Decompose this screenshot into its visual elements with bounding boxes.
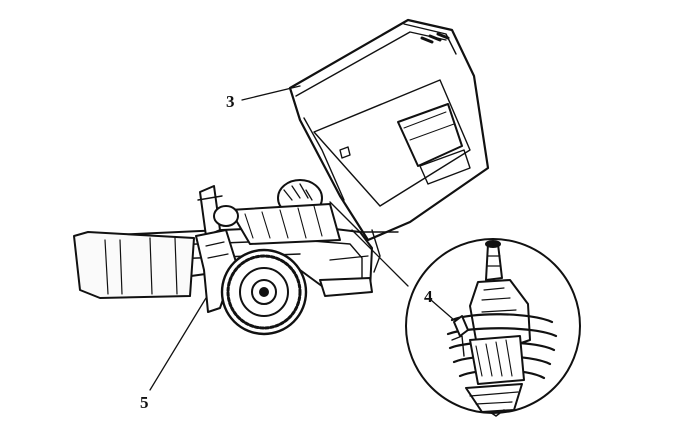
- detail-inset: [405, 238, 581, 417]
- leader-4-source: [351, 229, 409, 287]
- chassis-frame: [73, 225, 373, 299]
- engine-block: [213, 179, 341, 245]
- leader-4: [430, 299, 455, 321]
- callout-label-4: 4: [424, 287, 433, 306]
- tilted-cab: [288, 18, 490, 273]
- front-wheel: [220, 248, 308, 336]
- leader-3: [241, 85, 301, 101]
- exhaust-stack: [197, 185, 223, 237]
- front-mudguard: [195, 229, 237, 313]
- callout-label-5: 5: [140, 393, 149, 412]
- callout-label-3: 3: [226, 92, 235, 111]
- leader-5: [149, 297, 207, 391]
- leader-lines: [149, 85, 455, 391]
